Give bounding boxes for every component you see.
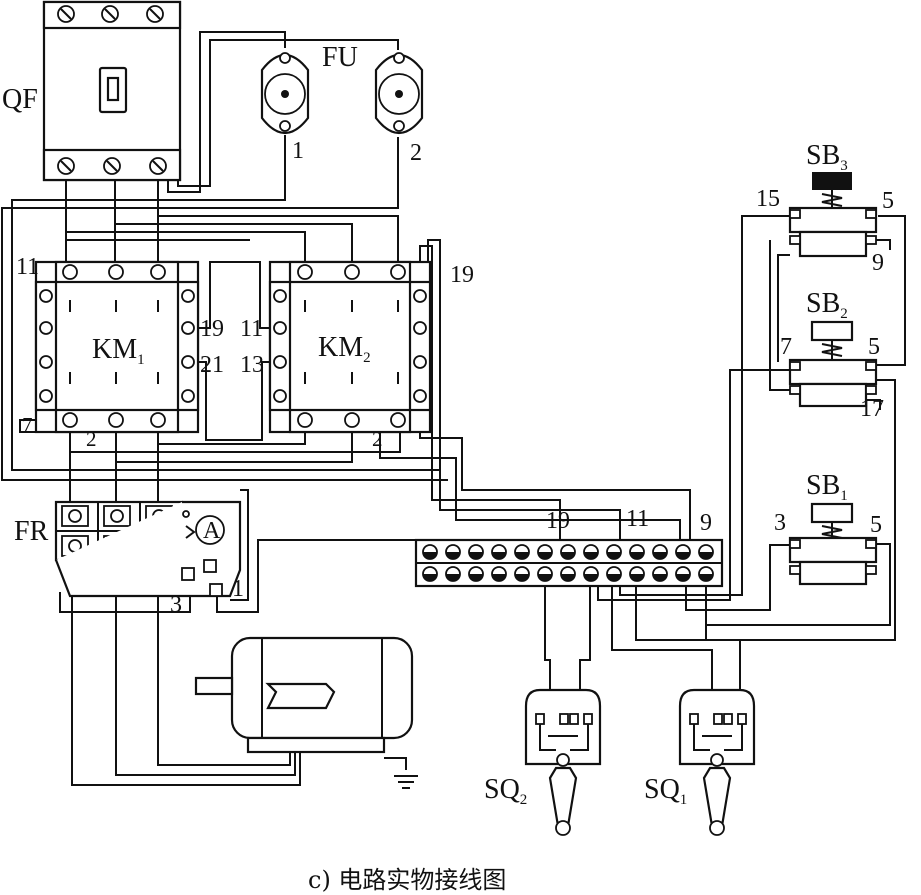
km2-terminal-2-label: 2 [372, 427, 383, 451]
terminal-19-label: 19 [546, 508, 570, 534]
km1-terminal-21-label: 21 [200, 352, 224, 378]
fr-thermal-relay [54, 500, 242, 598]
figure-caption: c) 电路实物接线图 [308, 866, 506, 894]
fr-terminal-1-label: 1 [232, 576, 244, 602]
terminal-11-label: 11 [626, 506, 649, 532]
km1-terminal-11-label: 11 [16, 254, 39, 280]
terminal-screw-fill [515, 552, 529, 559]
terminal-screw-fill [584, 574, 598, 581]
km2-label: KM2 [318, 332, 371, 366]
sq2-limit-switch [524, 688, 602, 836]
terminal-screw-fill [653, 552, 667, 559]
fu-1-label: 1 [292, 138, 304, 164]
fu-2-label: 2 [410, 140, 422, 166]
terminal-screw-fill [676, 574, 690, 581]
sb2-terminal-7-label: 7 [780, 334, 792, 360]
terminal-screw-fill [630, 552, 644, 559]
ammeter-label: A [203, 518, 221, 544]
terminal-screw-fill [469, 552, 483, 559]
sb1-terminal-5-label: 5 [870, 512, 882, 538]
sq1-limit-switch [678, 688, 756, 836]
fuse-2 [374, 52, 424, 134]
terminal-screw-fill [676, 552, 690, 559]
sq1-label: SQ1 [644, 774, 687, 808]
terminal-screw-fill [699, 574, 713, 581]
sb3-terminal-9-label: 9 [872, 250, 884, 276]
sb3-button [788, 172, 878, 258]
terminal-9-label: 9 [700, 510, 712, 536]
terminal-screw-fill [538, 552, 552, 559]
sb3-terminal-5-label: 5 [882, 188, 894, 214]
fuse-1 [260, 52, 310, 134]
sb1-terminal-3-label: 3 [774, 510, 786, 536]
sb2-label: SB2 [806, 288, 848, 322]
km1-contactor [34, 260, 200, 434]
fr-label: FR [14, 516, 49, 547]
sb2-terminal-5-label: 5 [868, 334, 880, 360]
fr-terminal-3-label: 3 [170, 592, 182, 618]
km2-terminal-13-label: 13 [240, 352, 264, 378]
terminal-screw-fill [515, 574, 529, 581]
km2-terminal-19-label: 19 [450, 262, 474, 288]
sb1-button [788, 502, 878, 586]
terminal-screw-fill [607, 574, 621, 581]
wiring [1, 31, 906, 786]
km1-terminal-2-label: 2 [86, 427, 97, 451]
terminal-screw-fill [423, 574, 437, 581]
terminal-screw-fill [492, 552, 506, 559]
terminal-screw-fill [561, 552, 575, 559]
km2-contactor [268, 260, 432, 434]
terminal-screw-fill [446, 552, 460, 559]
sb3-terminal-15-label: 15 [756, 186, 780, 212]
qf-label: QF [2, 84, 38, 115]
qf-circuit-breaker [42, 0, 182, 182]
sb1-label: SB1 [806, 470, 848, 504]
terminal-screw-fill [653, 574, 667, 581]
terminal-screw-fill [561, 574, 575, 581]
terminal-strip [414, 538, 724, 588]
terminal-screw-fill [423, 552, 437, 559]
terminal-screw-fill [446, 574, 460, 581]
motor [194, 636, 418, 789]
terminal-screw-fill [584, 552, 598, 559]
sb2-terminal-17-label: 17 [860, 396, 884, 422]
terminal-screw-fill [492, 574, 506, 581]
km2-terminal-11-label: 11 [240, 316, 263, 342]
terminal-screw-fill [630, 574, 644, 581]
terminal-screw-fill [469, 574, 483, 581]
terminal-screw-fill [607, 552, 621, 559]
sq2-label: SQ2 [484, 774, 527, 808]
sb3-label: SB3 [806, 140, 848, 174]
km1-label: KM1 [92, 334, 145, 368]
km1-terminal-7-label: 7 [22, 413, 33, 437]
terminal-screw-fill [538, 574, 552, 581]
km1-terminal-19-label: 19 [200, 316, 224, 342]
sb2-button [788, 320, 878, 408]
terminal-screw-fill [699, 552, 713, 559]
fu-label: FU [322, 42, 358, 73]
